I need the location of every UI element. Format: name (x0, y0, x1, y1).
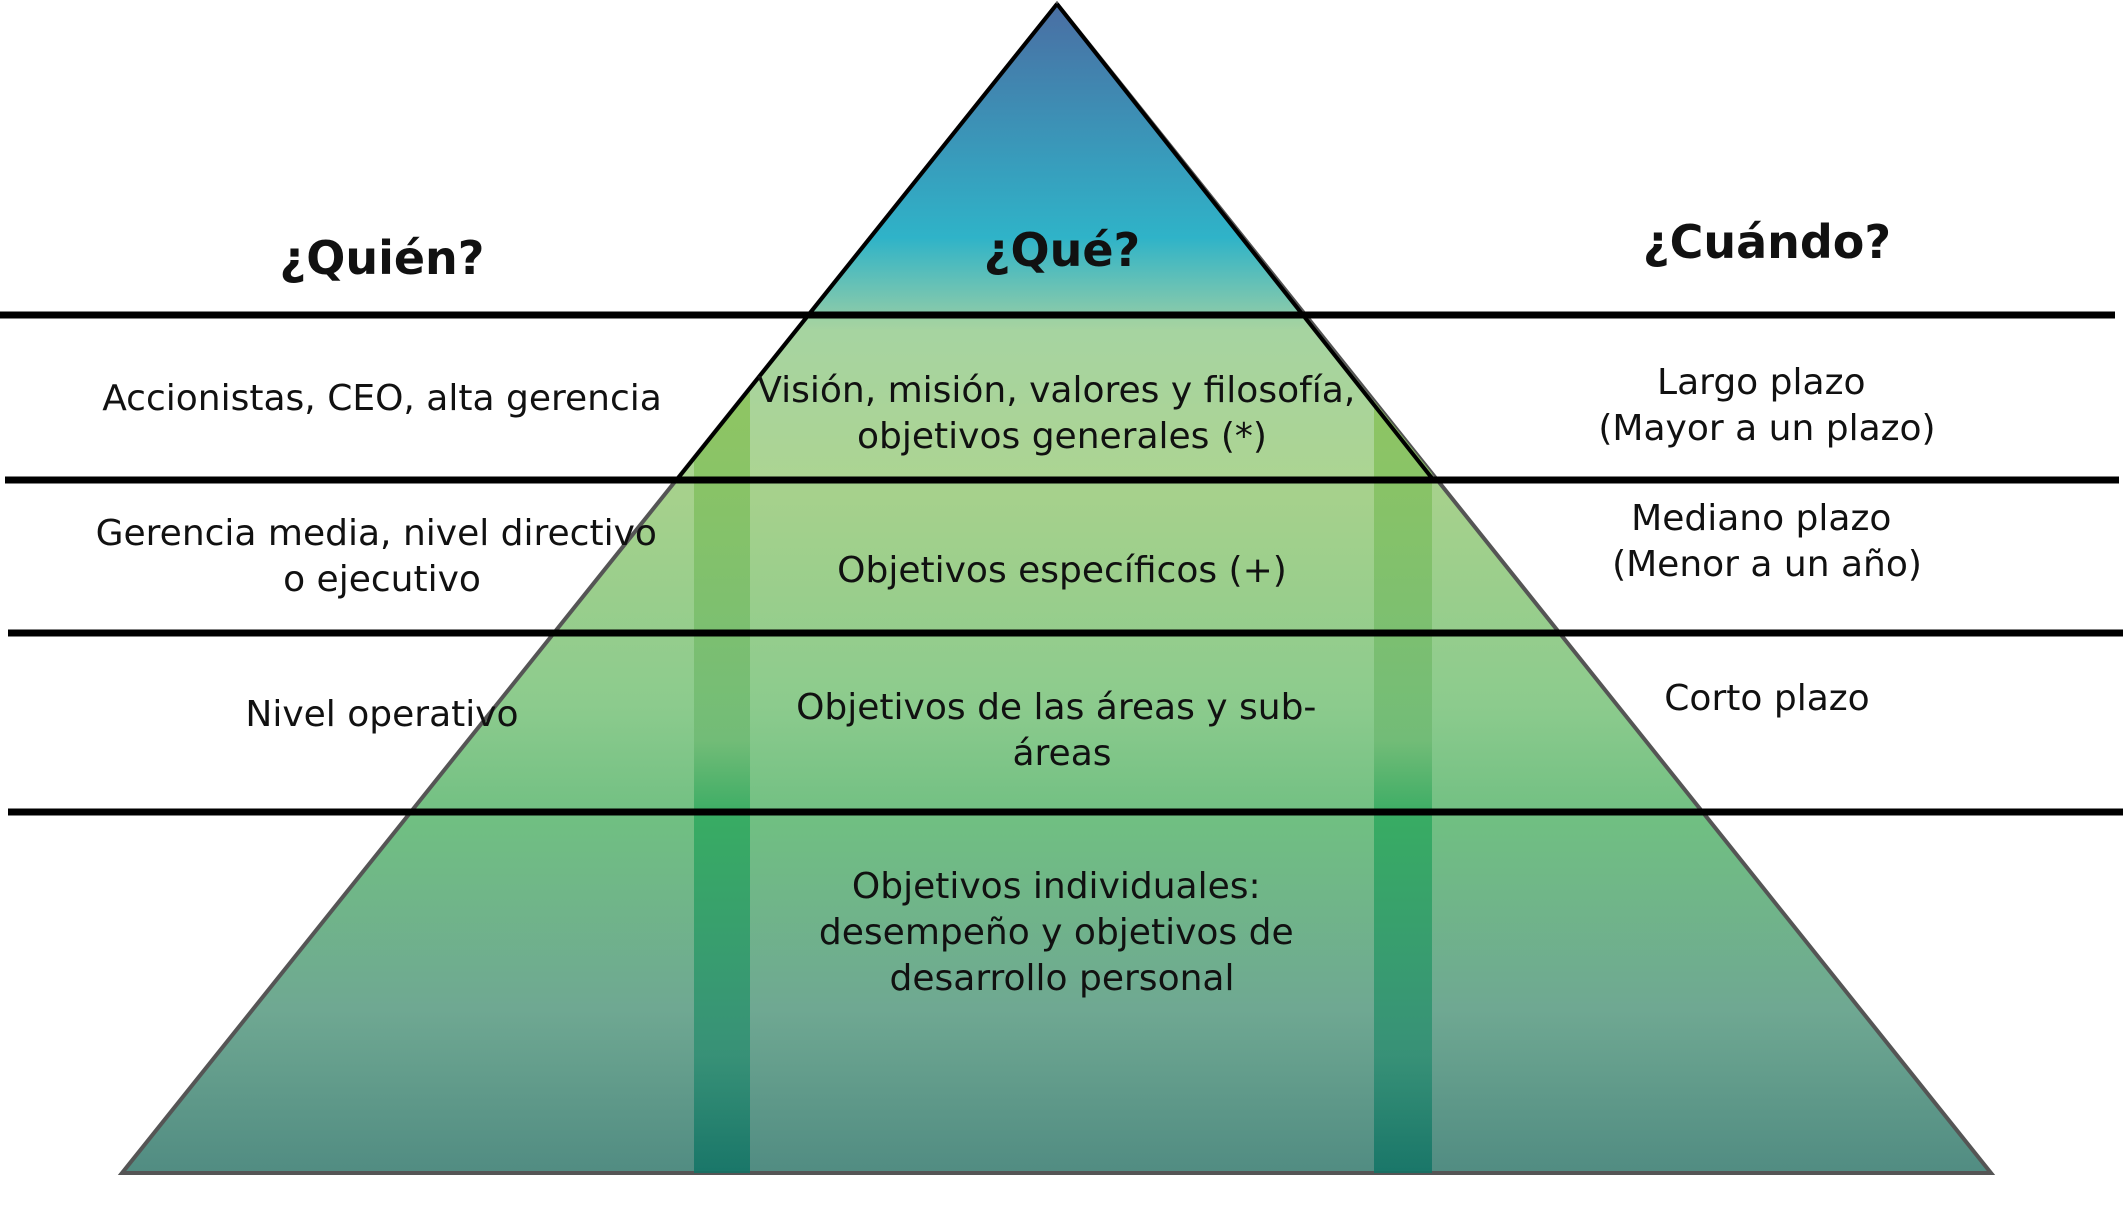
row4-what: Objetivos individuales: desempeño y obje… (819, 866, 1305, 999)
row1-what: Visión, misión, valores y filosofía, obj… (757, 370, 1367, 457)
header-when: ¿Cuándo? (1643, 215, 1891, 269)
header-what: ¿Qué? (984, 223, 1140, 277)
pyramid-left-edge-top (673, 2, 1059, 484)
row2-when: Mediano plazo (Menor a un año) (1612, 498, 1922, 585)
row1-when: Largo plazo (Mayor a un plazo) (1598, 362, 1935, 449)
header-who: ¿Quién? (280, 231, 485, 285)
left-vertical-bar (694, 385, 750, 1173)
row1-who: Accionistas, CEO, alta gerencia (102, 378, 662, 419)
pyramid-right-edge-top (1055, 2, 1437, 484)
row3-what: Objetivos de las áreas y sub- áreas (796, 687, 1328, 774)
row3-when: Corto plazo (1664, 678, 1869, 719)
row3-who: Nivel operativo (245, 694, 518, 735)
row2-what: Objetivos específicos (+) (837, 550, 1287, 591)
right-vertical-bar (1374, 385, 1432, 1173)
row2-who: Gerencia media, nivel directivo o ejecut… (96, 513, 669, 600)
pyramid (117, 0, 1996, 1175)
